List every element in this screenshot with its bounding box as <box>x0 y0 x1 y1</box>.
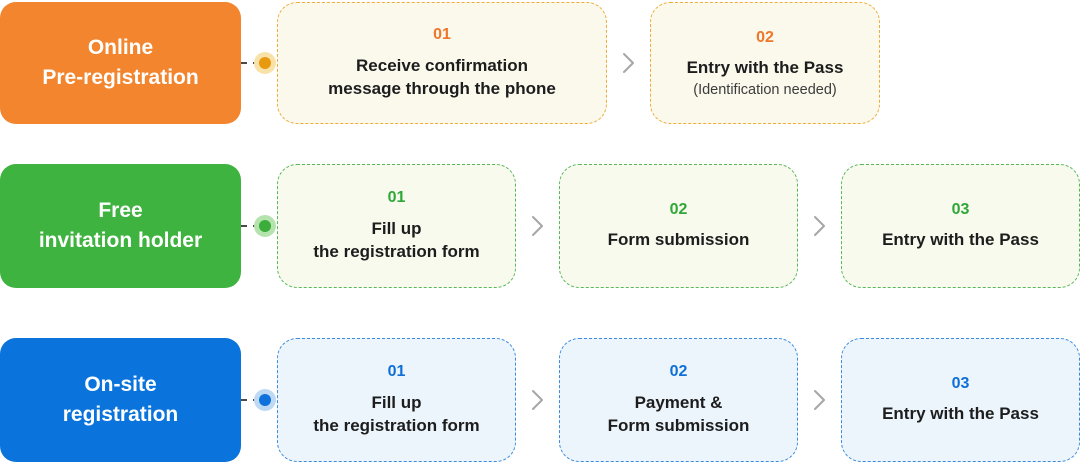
step-text: Form submission <box>608 229 750 252</box>
connector-dot-icon <box>254 52 276 74</box>
step-title: Fill up the registration form <box>313 218 480 261</box>
connector-dashed-line <box>241 399 259 401</box>
step-card-2: 02 Form submission <box>559 164 798 288</box>
flow-row-online-pre-registration: Online Pre-registration 01 Receive confi… <box>0 2 1084 124</box>
chevron-right-icon <box>516 164 559 288</box>
category-label-text: Free invitation holder <box>38 198 203 252</box>
step-number: 02 <box>669 363 688 381</box>
step-title: Fill up the registration form <box>313 392 480 435</box>
chevron-right-icon <box>607 2 650 124</box>
flow-row-on-site-registration: On-site registration 01 Fill up the regi… <box>0 338 1084 462</box>
chevron-right-icon <box>798 164 841 288</box>
connector <box>241 2 277 124</box>
dot-inner-icon <box>259 394 271 406</box>
step-number: 01 <box>433 26 451 44</box>
dot-inner-icon <box>259 57 271 69</box>
step-card-3: 03 Entry with the Pass <box>841 164 1080 288</box>
connector <box>241 338 277 462</box>
step-number: 03 <box>951 200 970 218</box>
step-title: Form submission <box>607 230 750 250</box>
category-label-on-site-registration: On-site registration <box>0 338 241 462</box>
step-card-3: 03 Entry with the Pass <box>841 338 1080 462</box>
step-card-1: 01 Fill up the registration form <box>277 338 516 462</box>
step-card-2: 02 Payment & Form submission <box>559 338 798 462</box>
chevron-right-icon <box>516 338 559 462</box>
step-card-1: 01 Fill up the registration form <box>277 164 516 288</box>
category-label-free-invitation-holder: Free invitation holder <box>0 164 241 288</box>
step-title: Receive confirmation message through the… <box>328 55 556 98</box>
step-text: Payment & Form submission <box>608 392 750 438</box>
step-title: Entry with the Pass <box>882 230 1039 250</box>
step-number: 01 <box>387 363 406 381</box>
connector-dashed-line <box>241 225 259 227</box>
step-text: Receive confirmation message through the… <box>328 55 556 101</box>
flow-row-free-invitation-holder: Free invitation holder 01 Fill up the re… <box>0 164 1084 288</box>
connector-dot-icon <box>254 215 276 237</box>
step-number: 03 <box>951 374 970 392</box>
category-label-text: Online Pre-registration <box>42 35 199 89</box>
connector-dashed-line <box>241 62 259 64</box>
step-number: 01 <box>387 189 406 207</box>
step-text: Fill up the registration form <box>313 392 479 438</box>
step-subtitle: (Identification needed) <box>693 82 837 99</box>
step-card-2: 02 Entry with the Pass (Identification n… <box>650 2 880 124</box>
chevron-right-icon <box>798 338 841 462</box>
step-text: Entry with the Pass <box>882 403 1039 426</box>
connector <box>241 164 277 288</box>
connector-dot-icon <box>254 389 276 411</box>
dot-inner-icon <box>259 220 271 232</box>
category-label-online-pre-registration: Online Pre-registration <box>0 2 241 124</box>
step-text: Fill up the registration form <box>313 218 479 264</box>
step-title: Entry with the Pass <box>882 404 1039 424</box>
step-text: Entry with the Pass (Identification need… <box>687 57 844 98</box>
step-title: Payment & Form submission <box>607 392 750 435</box>
step-number: 02 <box>756 28 774 46</box>
step-card-1: 01 Receive confirmation message through … <box>277 2 607 124</box>
step-text: Entry with the Pass <box>882 229 1039 252</box>
step-title: Entry with the Pass <box>686 58 844 78</box>
step-number: 02 <box>669 200 688 218</box>
category-label-text: On-site registration <box>62 372 179 426</box>
